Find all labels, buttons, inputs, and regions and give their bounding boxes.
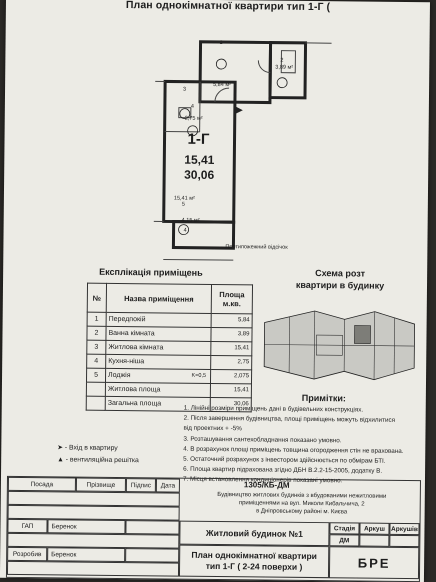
area-label: 5,84 м²: [213, 82, 231, 88]
cell-name: Лоджія K=0,5: [105, 368, 210, 383]
cell-area: 15,41: [211, 341, 252, 355]
table-header-row: № Назва приміщення Площа м.кв.: [87, 283, 252, 314]
stage-value: ДМ: [329, 534, 359, 546]
col-num: №: [87, 283, 106, 312]
room-name: Житлова площа: [108, 386, 161, 394]
total-area: 30,06: [184, 168, 214, 182]
title-block: Посада Прізвище Підпис Дата 1305/КБ-ДМ Б…: [6, 476, 421, 582]
gap-role: ГАП: [7, 519, 47, 533]
scheme-title: Схема розт квартири в будинку: [265, 267, 415, 293]
cell-name: Ванна кімната: [106, 326, 211, 341]
room-name: Загальна площа: [108, 400, 161, 408]
room-label: 3: [183, 87, 186, 93]
room-name: Кухня-ніша: [108, 358, 144, 365]
room-label: 5: [182, 202, 185, 208]
notes-title: Примітки:: [302, 393, 346, 403]
cell-area: 3,89: [211, 327, 252, 341]
room-label: 1: [220, 40, 223, 46]
tb-header: Підпис: [126, 478, 156, 492]
explication-table: № Назва приміщення Площа м.кв. 1 Передпо…: [86, 283, 253, 413]
gap-name: Беренок: [47, 519, 125, 534]
room-name: Лоджія: [108, 372, 131, 379]
cell-area: 2,75: [211, 355, 252, 369]
dev-signature: [125, 548, 179, 563]
building-scheme: [254, 296, 425, 394]
notes-list: 1. Лінійні розміри приміщень дані в буді…: [183, 404, 424, 488]
drawing-code: 1305/КБ-ДМ: [244, 480, 290, 489]
col-area: Площа м.кв.: [211, 284, 252, 313]
sheets-value: [389, 535, 419, 547]
cell-num: 4: [87, 354, 106, 368]
gap-signature: [125, 520, 179, 535]
dev-role: Розробив: [7, 547, 47, 561]
tb-header: Посада: [8, 477, 76, 492]
sheet-header: Аркуш: [359, 523, 389, 535]
tb-header: Дата: [156, 478, 180, 492]
area-label: Протипожежний відсічок: [225, 244, 287, 251]
cell-num: [86, 382, 105, 396]
room-label: 2: [280, 58, 283, 64]
floor-plan: [153, 23, 356, 275]
cell-num: 1: [87, 312, 106, 326]
legend-vent-label: - вентиляційна решітка: [66, 456, 139, 464]
explication-title: Експлікація приміщень: [99, 267, 203, 278]
stage-header: Стадія: [329, 522, 359, 534]
cell-name: Передпокій: [106, 312, 211, 327]
building-name: Житловий будинок №1: [179, 521, 329, 547]
legend-entry: ➤ - Вхід в квартиру: [57, 442, 139, 455]
dev-name: Беренок: [47, 547, 125, 562]
legend: ➤ - Вхід в квартиру ▲ - вентиляційна реш…: [57, 442, 139, 467]
area-label: 15,41 м²: [174, 196, 195, 202]
floor-plan-drawing: [153, 23, 356, 275]
cell-name: Кухня-ніша: [106, 354, 211, 369]
cell-name: Житлова кімната: [106, 340, 211, 355]
cell-area: 15,41: [210, 383, 251, 397]
apartment-type: 1-Г: [187, 131, 209, 148]
cell-num: 2: [87, 326, 106, 340]
legend-vent: ▲ - вентиляційна решітка: [57, 454, 139, 467]
building-scheme-drawing: [254, 296, 425, 394]
legend-entry-label: - Вхід в квартиру: [65, 444, 118, 452]
room-label: 4: [184, 228, 187, 234]
cell-num: 5: [86, 368, 105, 382]
cell-area: 2,075: [210, 369, 251, 383]
room-name: Житлова кімната: [108, 344, 163, 352]
drawing-title: План однокімнатної квартири тип 1-Г ( 2-…: [179, 545, 329, 579]
area-label: 3,89 м²: [275, 65, 293, 71]
coefficient: K=0,5: [191, 372, 206, 381]
cell-num: 3: [87, 340, 106, 354]
room-label: 4: [191, 104, 194, 110]
area-label: 2,75 м²: [185, 116, 203, 122]
vent-triangle-icon: ▲: [57, 456, 66, 463]
entry-arrow-icon: ➤: [57, 444, 65, 451]
room-name: Передпокій: [109, 316, 146, 323]
scheme-title-line2: квартири в будинку: [265, 279, 415, 293]
room-name: Ванна кімната: [108, 330, 154, 337]
page-title: План однокімнатної квартири тип 1-Г (: [126, 0, 330, 13]
project-name: Будівництво житлових будинків з вбудован…: [184, 491, 420, 517]
cell-area: 5,84: [211, 313, 252, 327]
area-label: 4,15 м²: [182, 218, 200, 224]
project-line: в Дніпровському районі м. Києва: [184, 507, 420, 517]
tb-header: Прізвище: [76, 478, 126, 493]
sheet-value: [359, 535, 389, 547]
cell-num: [86, 396, 105, 410]
company-logo: БРЕ: [329, 546, 419, 579]
cell-name: Житлова площа: [105, 382, 210, 397]
tb-row: [7, 561, 179, 577]
sheets-header: Аркушів: [389, 523, 419, 535]
drawing-title-line: тип 1-Г ( 2-24 поверхи ): [206, 561, 303, 573]
col-name: Назва приміщення: [106, 283, 211, 313]
living-area: 15,41: [184, 153, 214, 167]
